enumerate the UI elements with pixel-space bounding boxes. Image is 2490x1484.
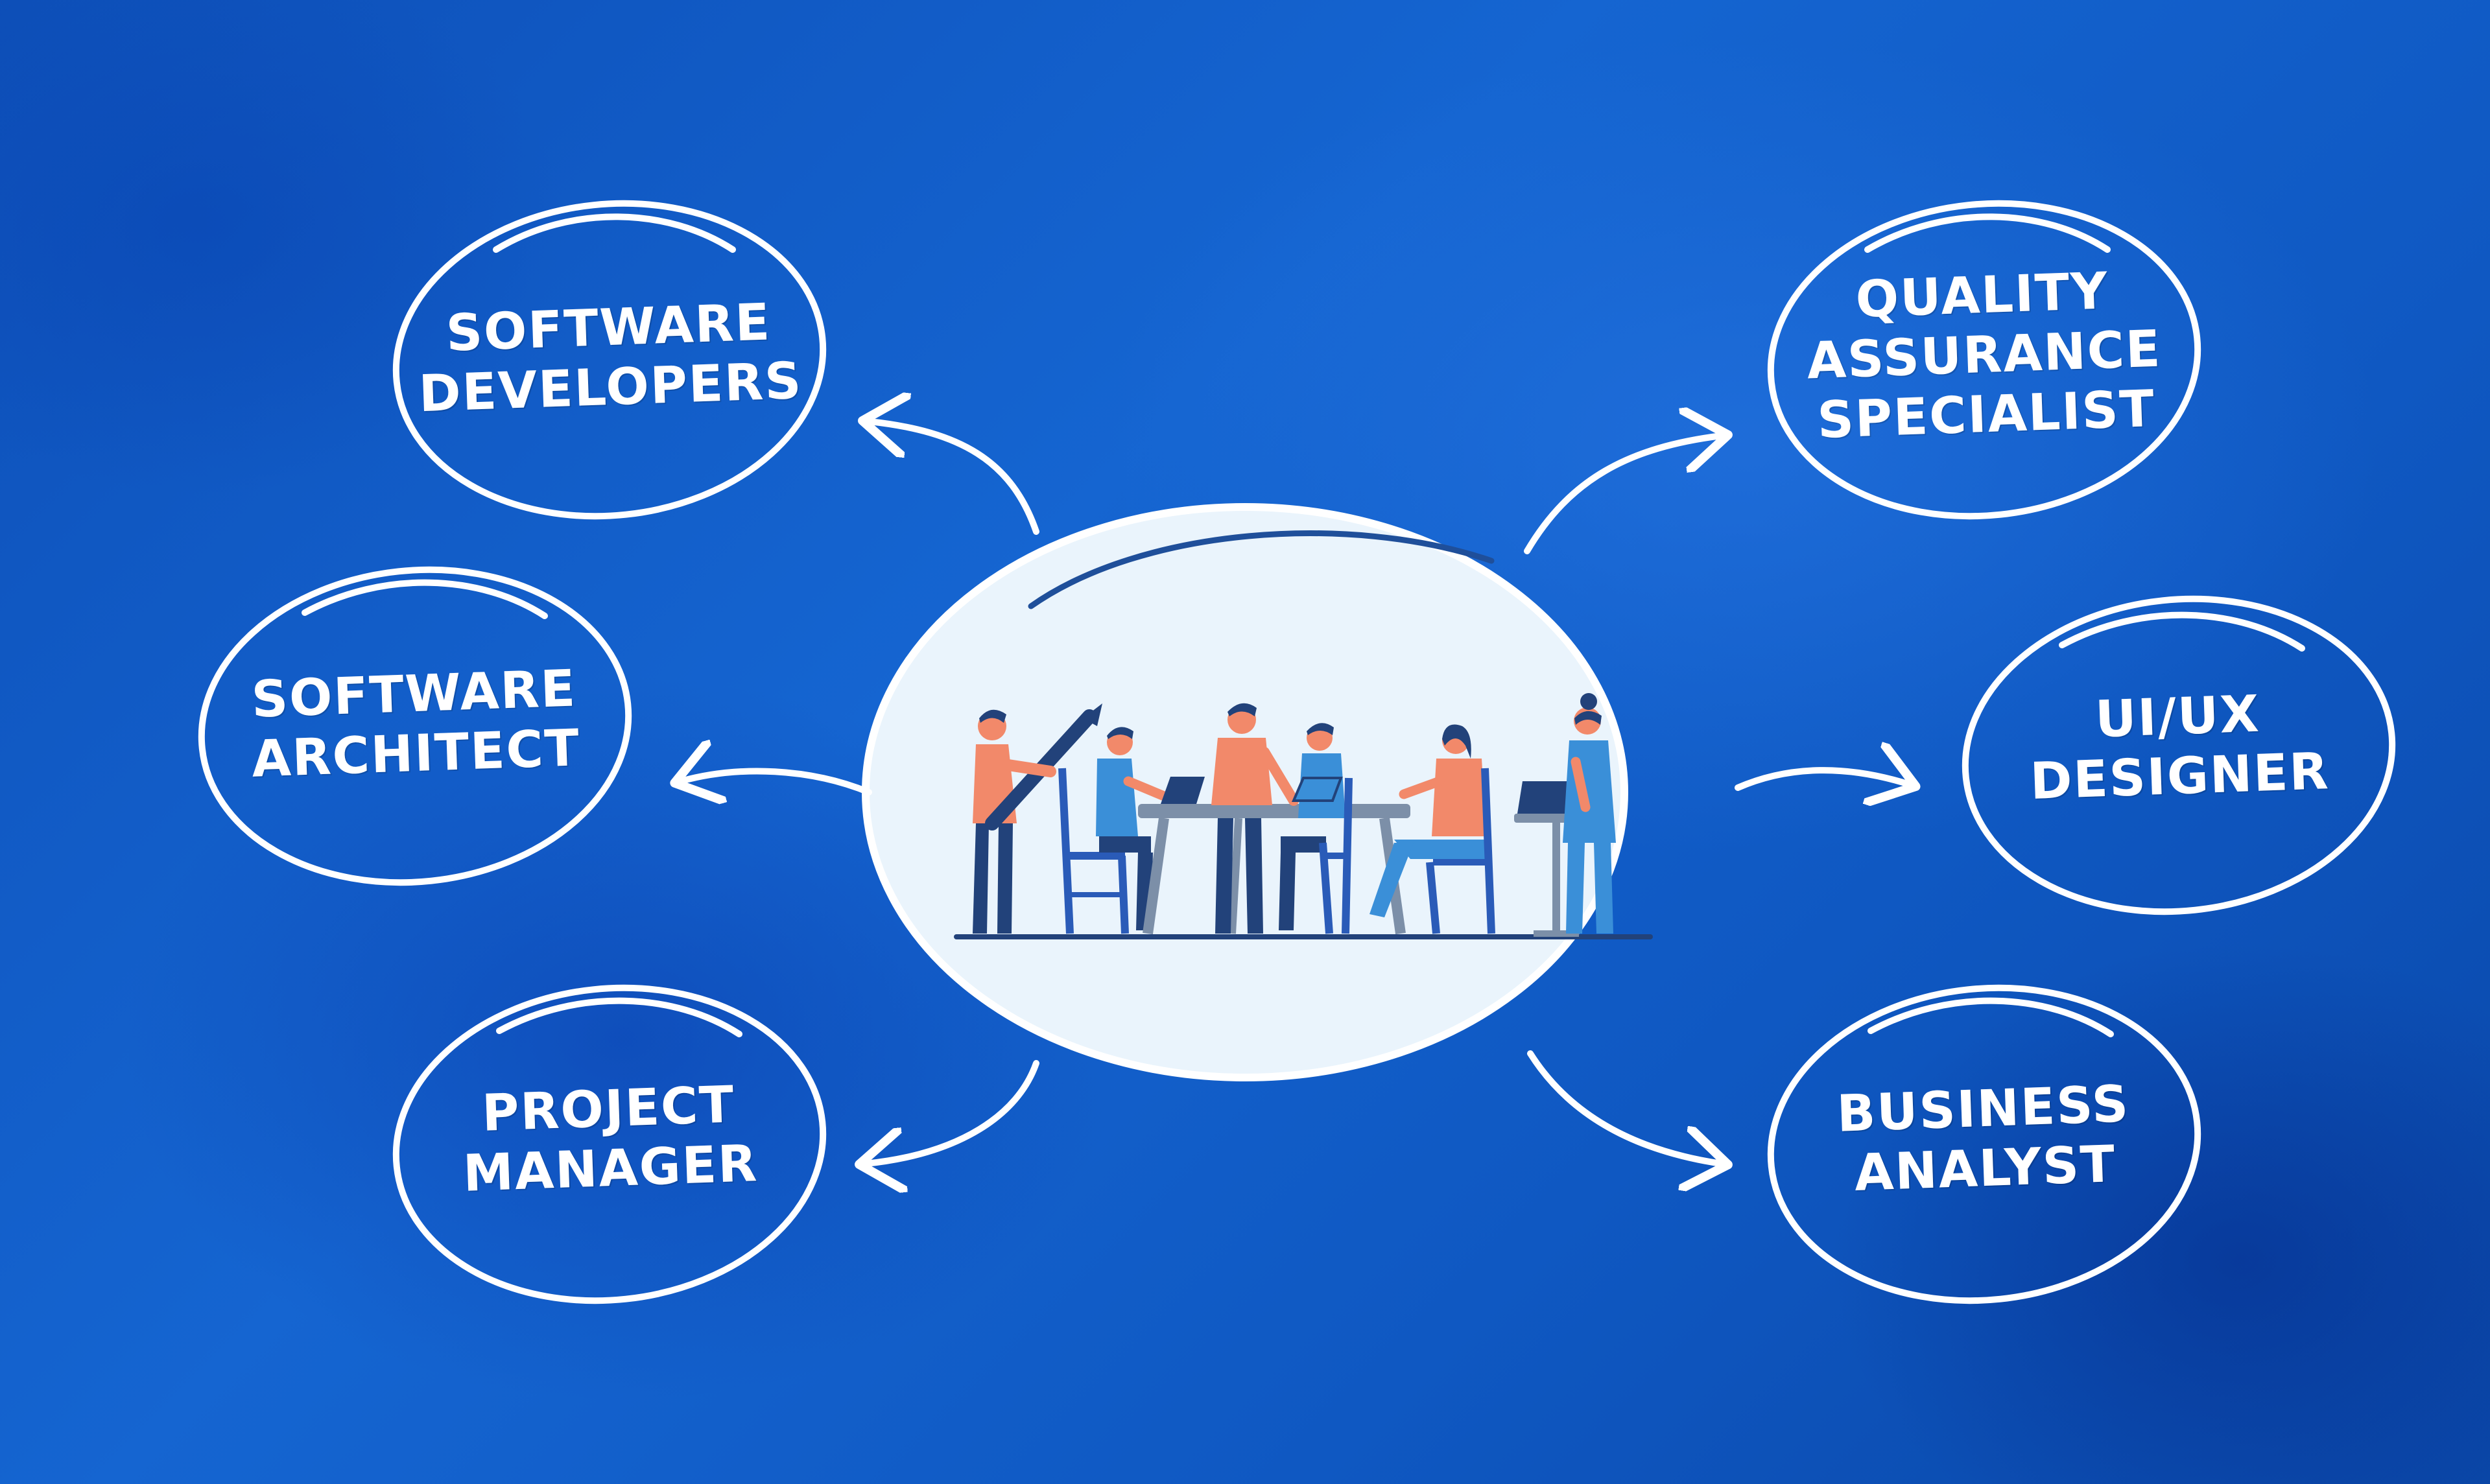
person-with-pen <box>973 703 1102 934</box>
seated-person-laptop-2 <box>1279 723 1353 934</box>
arrow-to-project-manager <box>866 1060 1039 1164</box>
node-outline-quality-assurance <box>1767 200 2201 520</box>
seated-woman <box>1370 724 1495 934</box>
node-label-business-analyst: BUSINESS ANALYST <box>1836 1075 2131 1203</box>
arrow-to-quality-assurance <box>1524 436 1722 554</box>
node-outline-software-developers <box>392 200 827 520</box>
chair <box>1058 768 1129 934</box>
node-label-ui-ux-designer: UI/UX DESIGNER <box>2029 685 2330 812</box>
standing-woman <box>1563 693 1616 934</box>
node-outline-project-manager <box>392 984 827 1304</box>
node-label-quality-assurance-specialist: QUALITY ASSURANCE SPECIALIST <box>1806 262 2163 451</box>
node-outline-ui-ux-designer <box>1962 595 2396 915</box>
arrow-to-software-developers <box>869 421 1039 535</box>
arrow-to-software-architect <box>681 771 872 792</box>
node-label-software-architect: SOFTWARE ARCHITECT <box>250 659 582 789</box>
node-outline-software-architect <box>198 566 632 886</box>
arrow-to-business-analyst <box>1527 1050 1722 1164</box>
node-label-project-manager: PROJECT MANAGER <box>462 1076 759 1203</box>
team-meeting-illustration <box>954 693 1653 939</box>
seated-person-laptop <box>1096 727 1205 930</box>
connector-arrows <box>681 421 1910 1164</box>
node-outline-business-analyst <box>1767 984 2201 1304</box>
role-node-outlines <box>198 200 2396 1304</box>
standing-person-center <box>1211 703 1299 934</box>
arrow-to-ui-ux-designer <box>1735 770 1910 788</box>
node-label-software-developers: SOFTWARE DEVELOPERS <box>418 293 803 424</box>
